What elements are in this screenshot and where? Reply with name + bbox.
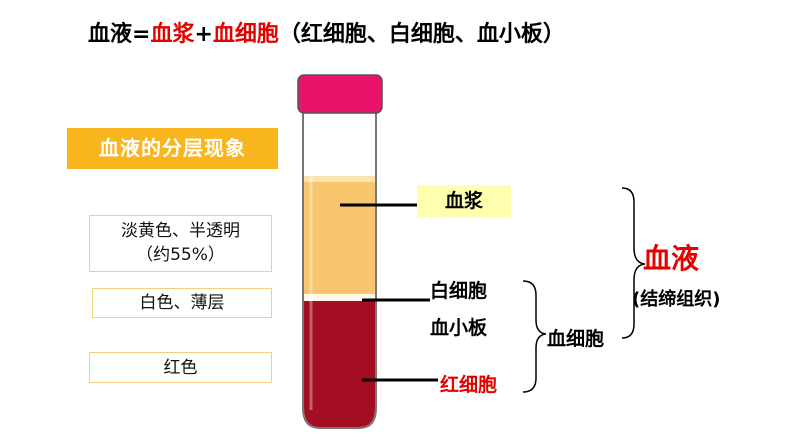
white-thin-layer xyxy=(304,294,375,301)
plasma-description-line2: （约55%） xyxy=(136,245,225,265)
plasma-description-box: 淡黄色、半透明 （约55%） xyxy=(89,215,272,272)
red-layer-description-box: 红色 xyxy=(89,352,272,383)
blood-cells-label: 血细胞 xyxy=(547,328,605,350)
plasma-description-line1: 淡黄色、半透明 xyxy=(121,221,240,241)
red-blood-cells-label: 红细胞 xyxy=(440,374,498,396)
platelets-label: 血小板 xyxy=(430,317,488,339)
plasma-layer xyxy=(304,176,375,294)
tube-cap xyxy=(297,74,383,114)
plasma-label: 血浆 xyxy=(417,185,511,218)
title-part-cell-types: （红细胞、白细胞、血小板） xyxy=(278,22,565,47)
title-part-plus: + xyxy=(194,22,213,47)
blood-label: 血液 xyxy=(643,242,700,275)
plasma-surface xyxy=(304,176,375,182)
title-part-blood: 血液= xyxy=(88,22,151,47)
white-blood-cells-label: 白细胞 xyxy=(430,280,488,302)
connective-tissue-label: (结缔组织) xyxy=(632,289,721,310)
title-part-cells: 血细胞 xyxy=(212,22,279,47)
title-part-plasma: 血浆 xyxy=(150,22,195,47)
white-layer-description-box: 白色、薄层 xyxy=(92,288,272,318)
red-cell-layer xyxy=(304,301,375,427)
page-title: 血液=血浆+血细胞（红细胞、白细胞、血小板） xyxy=(88,16,565,48)
blood-brace xyxy=(621,187,646,339)
blood-cells-brace xyxy=(522,280,547,393)
section-banner: 血液的分层现象 xyxy=(67,128,278,169)
